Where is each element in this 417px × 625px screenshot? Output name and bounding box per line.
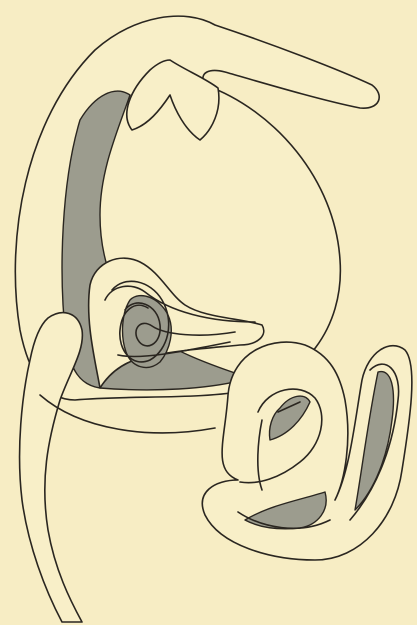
basal-arc [40, 395, 215, 433]
